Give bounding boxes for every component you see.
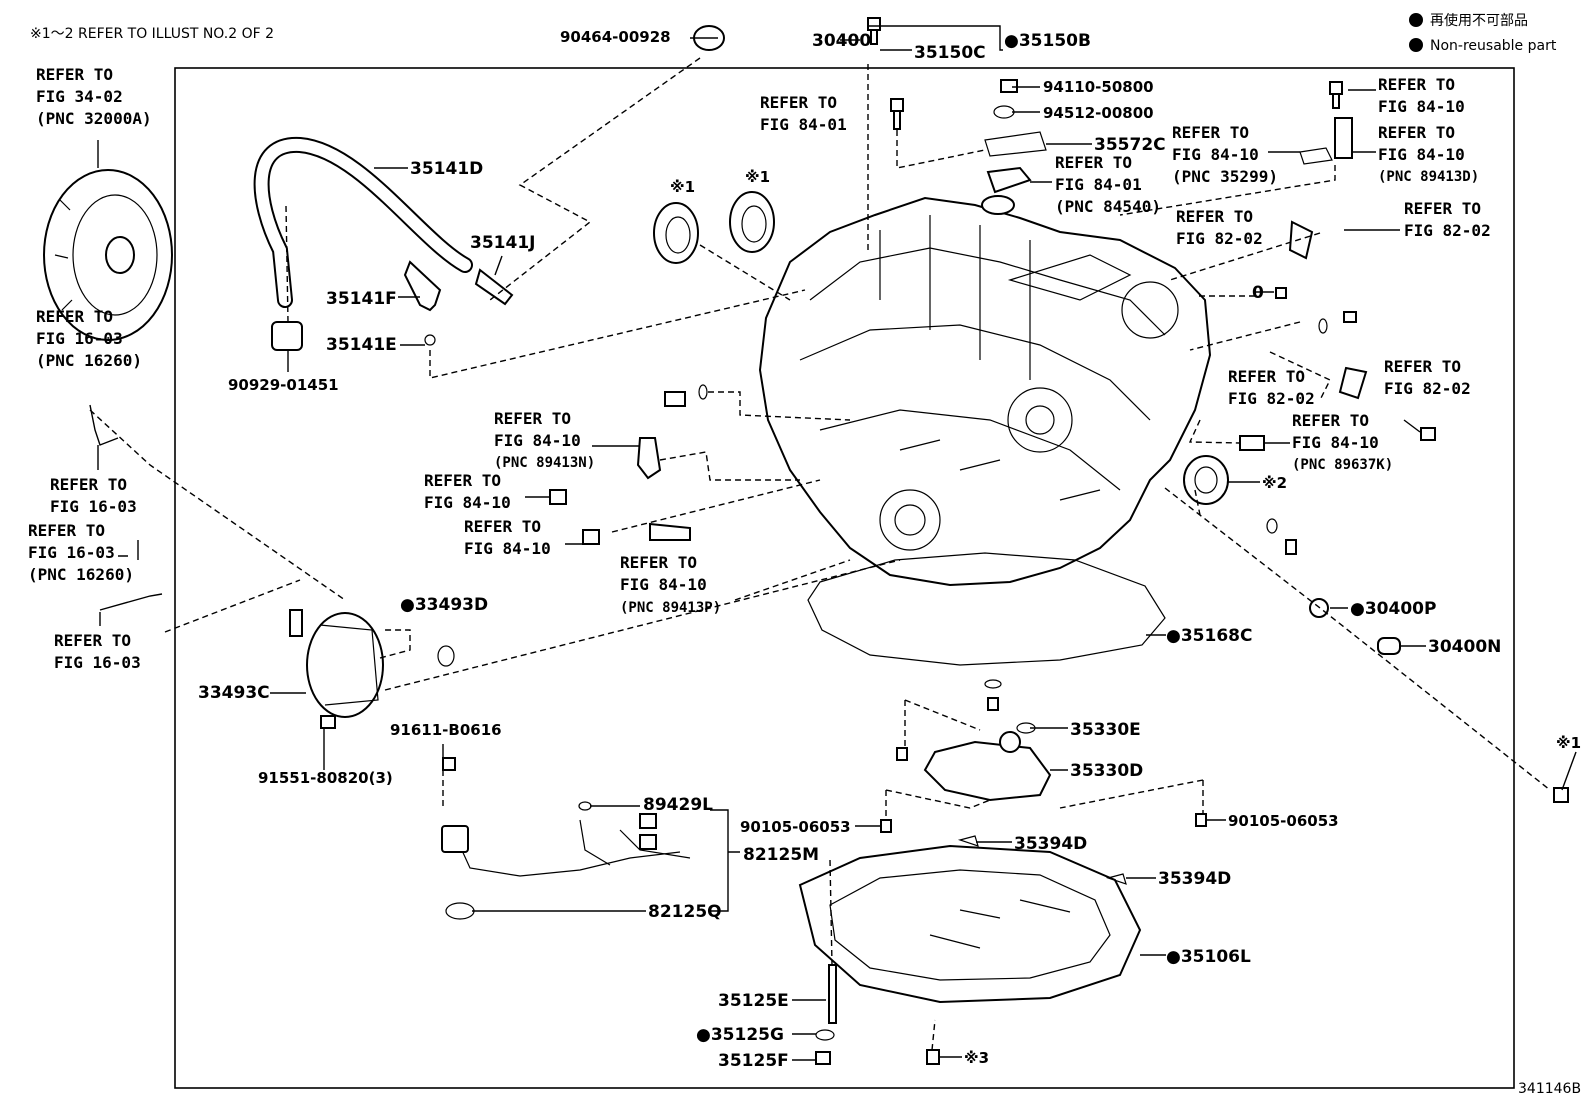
ref-fig84-10-a: REFER TO FIG 84-10 (PNC 35299): [1172, 123, 1278, 186]
label-35125G: ●35125G: [696, 1025, 784, 1045]
oil-pan-gasket: [807, 552, 1166, 666]
ref-fig84-01-b: REFER TO FIG 84-01 (PNC 84540): [1055, 153, 1161, 216]
ref-fig84-10-h: REFER TO FIG 84-10: [620, 553, 707, 594]
speed-sensor-p: [649, 522, 691, 541]
torque-converter: [43, 169, 173, 341]
bracket-35299: [1299, 147, 1333, 165]
mark-2: ※2: [1262, 474, 1287, 492]
o-ring-89429L: [578, 801, 592, 811]
ref-pnc-89413n: (PNC 89413N): [494, 455, 595, 471]
label-94512: 94512-00800: [1043, 104, 1154, 122]
ref-fig84-10-c: REFER TO FIG 84-10: [1378, 123, 1465, 164]
legend-jp: 再使用不可部品: [1430, 12, 1528, 29]
ref-pnc-89413d: (PNC 89413D): [1378, 169, 1479, 185]
label-35141E: 35141E: [326, 335, 397, 355]
ref-fig82-02-b: REFER TO FIG 82-02: [1404, 199, 1491, 240]
oil-seal-2: [1183, 455, 1229, 505]
label-35394D-a: 35394D: [1014, 834, 1087, 854]
sensor-84540: [986, 166, 1032, 194]
mark-3: ※3: [964, 1049, 989, 1067]
oil-strainer: [923, 740, 1052, 802]
label-35125E: 35125E: [718, 991, 789, 1011]
ref-fig84-10-f: REFER TO FIG 84-10: [424, 471, 511, 512]
legend-en: Non-reusable part: [1430, 38, 1557, 54]
ref-fig82-02-c: REFER TO FIG 82-02: [1228, 367, 1315, 408]
header-note: ※1～2 REFER TO ILLUST NO.2 OF 2: [30, 26, 274, 42]
strainer-outlet: [999, 731, 1021, 753]
dashed-guides: [89, 57, 1551, 1051]
bracket-fig82-a: [1288, 220, 1314, 260]
oil-seal-left: [653, 202, 699, 264]
ref-fig84-10-g: REFER TO FIG 84-10: [464, 517, 551, 558]
figure-code: 341146B: [1518, 1081, 1581, 1097]
label-30400: 30400: [812, 31, 871, 51]
ref-pnc-89637k: (PNC 89637K): [1292, 457, 1393, 473]
label-33493C: 33493C: [198, 683, 270, 703]
label-35141J: 35141J: [470, 233, 535, 253]
speed-sensor-n: [636, 437, 662, 480]
label-35141F: 35141F: [326, 289, 397, 309]
ref-fig82-02-d: REFER TO FIG 82-02: [1384, 357, 1471, 398]
mark-1c: ※1: [1556, 734, 1581, 752]
label-91611: 91611-B0616: [390, 721, 502, 739]
ref-fig16-03-b: REFER TO FIG 16-03: [50, 475, 137, 516]
label-89429L: 89429L: [643, 795, 713, 815]
label-91551: 91551-80820(3): [258, 769, 393, 787]
mark-1b: ※1: [745, 168, 770, 186]
label-94110: 94110-50800: [1043, 78, 1154, 96]
label-35330E: 35330E: [1070, 720, 1141, 740]
label-30400N: 30400N: [1428, 637, 1501, 657]
transaxle-case: [758, 196, 1212, 587]
leader-lines: [89, 25, 1577, 1061]
wire-harness: [441, 813, 691, 877]
label-82125Q: 82125Q: [648, 902, 722, 922]
label-35106L: ●35106L: [1166, 947, 1251, 967]
ref-fig16-03-c: REFER TO FIG 16-03 (PNC 16260): [28, 521, 134, 584]
ref-fig84-01-a: REFER TO FIG 84-01: [760, 93, 847, 134]
label-35168C: ●35168C: [1166, 626, 1252, 646]
ref-pnc-89413p: (PNC 89413P): [620, 600, 721, 616]
oil-cooler: [289, 609, 384, 718]
bracket-35572C: [984, 131, 1047, 157]
ref-fig84-10-e: REFER TO FIG 84-10: [494, 409, 581, 450]
label-90464: 90464-00928: [560, 28, 671, 46]
label-30400P: ●30400P: [1350, 599, 1436, 619]
o-ring-35141E: [424, 334, 436, 346]
oil-seal-right: [729, 191, 775, 253]
o-ring-82125Q: [445, 902, 475, 920]
label-82125M: 82125M: [743, 845, 819, 865]
label-35141D: 35141D: [410, 159, 483, 179]
fitting-35141F: [403, 260, 442, 312]
oil-pan: [798, 844, 1142, 1004]
label-35150C: 35150C: [914, 43, 986, 63]
legend-dot-jp: [1409, 13, 1423, 27]
sensor-89413d: [1334, 117, 1353, 159]
bracket-fig82-b: [1338, 366, 1368, 400]
o-ring-33493D: [437, 645, 455, 667]
ref-fig34-02: REFER TO FIG 34-02 (PNC 32000A): [36, 65, 152, 128]
fitting-35141J: [474, 268, 514, 306]
ref-fig84-10-b: REFER TO FIG 84-10: [1378, 75, 1465, 116]
label-35394D-b: 35394D: [1158, 869, 1231, 889]
hose-clamp: [271, 321, 303, 351]
ref-fig82-02-a: REFER TO FIG 82-02: [1176, 207, 1263, 248]
label-35150B: ●35150B: [1004, 31, 1091, 51]
ref-fig84-10-d: REFER TO FIG 84-10: [1292, 411, 1379, 452]
ref-fig16-03-d: REFER TO FIG 16-03: [54, 631, 141, 672]
mark-1a: ※1: [670, 178, 695, 196]
label-90929: 90929-01451: [228, 376, 339, 394]
label-90105-right: 90105-06053: [1228, 812, 1339, 830]
diagram-frame: [174, 67, 1515, 1089]
part-labels: 90464-00928 30400 35150C ●35150B 94110-5…: [198, 28, 1581, 1071]
label-35125F: 35125F: [718, 1051, 789, 1071]
label-90105-left: 90105-06053: [740, 818, 851, 836]
label-0: 0: [1252, 283, 1264, 303]
reference-notes: REFER TO FIG 34-02 (PNC 32000A) REFER TO…: [28, 65, 1491, 672]
label-35572C: 35572C: [1094, 135, 1166, 155]
label-33493D: ●33493D: [400, 595, 488, 615]
ref-fig16-03-a: REFER TO FIG 16-03 (PNC 16260): [36, 307, 142, 370]
legend-dot-en: [1409, 38, 1423, 52]
label-35330D: 35330D: [1070, 761, 1143, 781]
